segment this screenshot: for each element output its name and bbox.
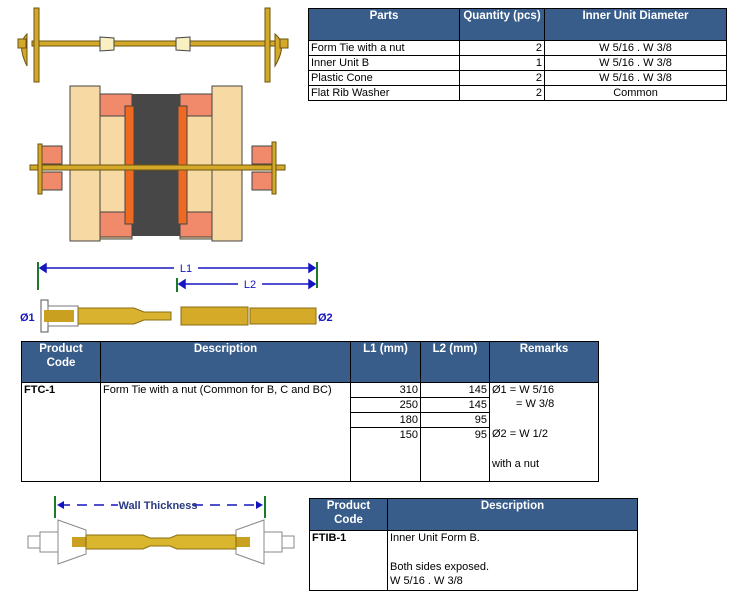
- remark-nut: with a nut: [492, 458, 540, 470]
- inner-unit-drawing: Wall Thickness: [27, 496, 295, 565]
- parts-table: Parts Quantity (pcs) Inner Unit Diameter…: [308, 8, 727, 101]
- product-code: FTC-1: [21, 382, 101, 482]
- part-name: Plastic Cone: [308, 70, 460, 86]
- wall-thickness-label: Wall Thickness: [118, 500, 197, 512]
- part-name: Inner Unit B: [308, 55, 460, 71]
- col-l2: L2 (mm): [420, 341, 490, 383]
- description-line: Both sides exposed.: [390, 561, 490, 573]
- remark-d1-alt: = W 3/8: [516, 398, 555, 410]
- l2-value: 95: [420, 412, 490, 428]
- l2-label: L2: [244, 279, 256, 291]
- diameter: W 5/16 . W 3/8: [544, 55, 727, 71]
- col-description: Description: [387, 498, 638, 531]
- l1-value: 310: [350, 382, 421, 398]
- part-name: Flat Rib Washer: [308, 85, 460, 101]
- quantity: 2: [459, 40, 545, 56]
- l2-value: 95: [420, 427, 490, 482]
- col-product-code: Product Code: [21, 341, 101, 383]
- form-tie-product-table: Product Code Description L1 (mm) L2 (mm)…: [21, 341, 599, 482]
- remarks: Ø1 = W 5/16 = W 3/8 Ø2 = W 1/2 with a nu…: [489, 382, 599, 482]
- quantity: 2: [459, 70, 545, 86]
- l2-value: 145: [420, 397, 490, 413]
- col-remarks: Remarks: [489, 341, 599, 383]
- l2-value: 145: [420, 382, 490, 398]
- d2-label: Ø2: [318, 312, 333, 324]
- col-parts: Parts: [308, 8, 460, 41]
- diameter: W 5/16 . W 3/8: [544, 70, 727, 86]
- col-product-code: Product Code: [309, 498, 388, 531]
- col-description: Description: [100, 341, 351, 383]
- d1-label: Ø1: [20, 312, 35, 324]
- col-quantity: Quantity (pcs): [459, 8, 545, 41]
- form-tie-assembly-illustration: [17, 7, 289, 242]
- inner-unit-product-table: Product Code Description FTIB-1 Inner Un…: [309, 498, 638, 591]
- l1-value: 180: [350, 412, 421, 428]
- diameter: W 5/16 . W 3/8: [544, 40, 727, 56]
- l1-label: L1: [180, 263, 192, 275]
- l1-value: 250: [350, 397, 421, 413]
- quantity: 2: [459, 85, 545, 101]
- product-code: FTIB-1: [309, 530, 388, 591]
- product-description: Inner Unit Form B. Both sides exposed. W…: [387, 530, 638, 591]
- diameter: Common: [544, 85, 727, 101]
- col-inner-unit-diameter: Inner Unit Diameter: [544, 8, 727, 41]
- col-l1: L1 (mm): [350, 341, 421, 383]
- remark-d1: Ø1 = W 5/16: [492, 384, 555, 396]
- l1-value: 150: [350, 427, 421, 482]
- part-name: Form Tie with a nut: [308, 40, 460, 56]
- description-line: Inner Unit Form B.: [390, 532, 480, 544]
- remark-d2: Ø2 = W 1/2: [492, 428, 548, 440]
- product-description: Form Tie with a nut (Common for B, C and…: [100, 382, 351, 482]
- form-tie-dimension-drawing: L1 L2 Ø1 Ø2: [20, 262, 333, 333]
- quantity: 1: [459, 55, 545, 71]
- description-line: W 5/16 . W 3/8: [390, 575, 463, 587]
